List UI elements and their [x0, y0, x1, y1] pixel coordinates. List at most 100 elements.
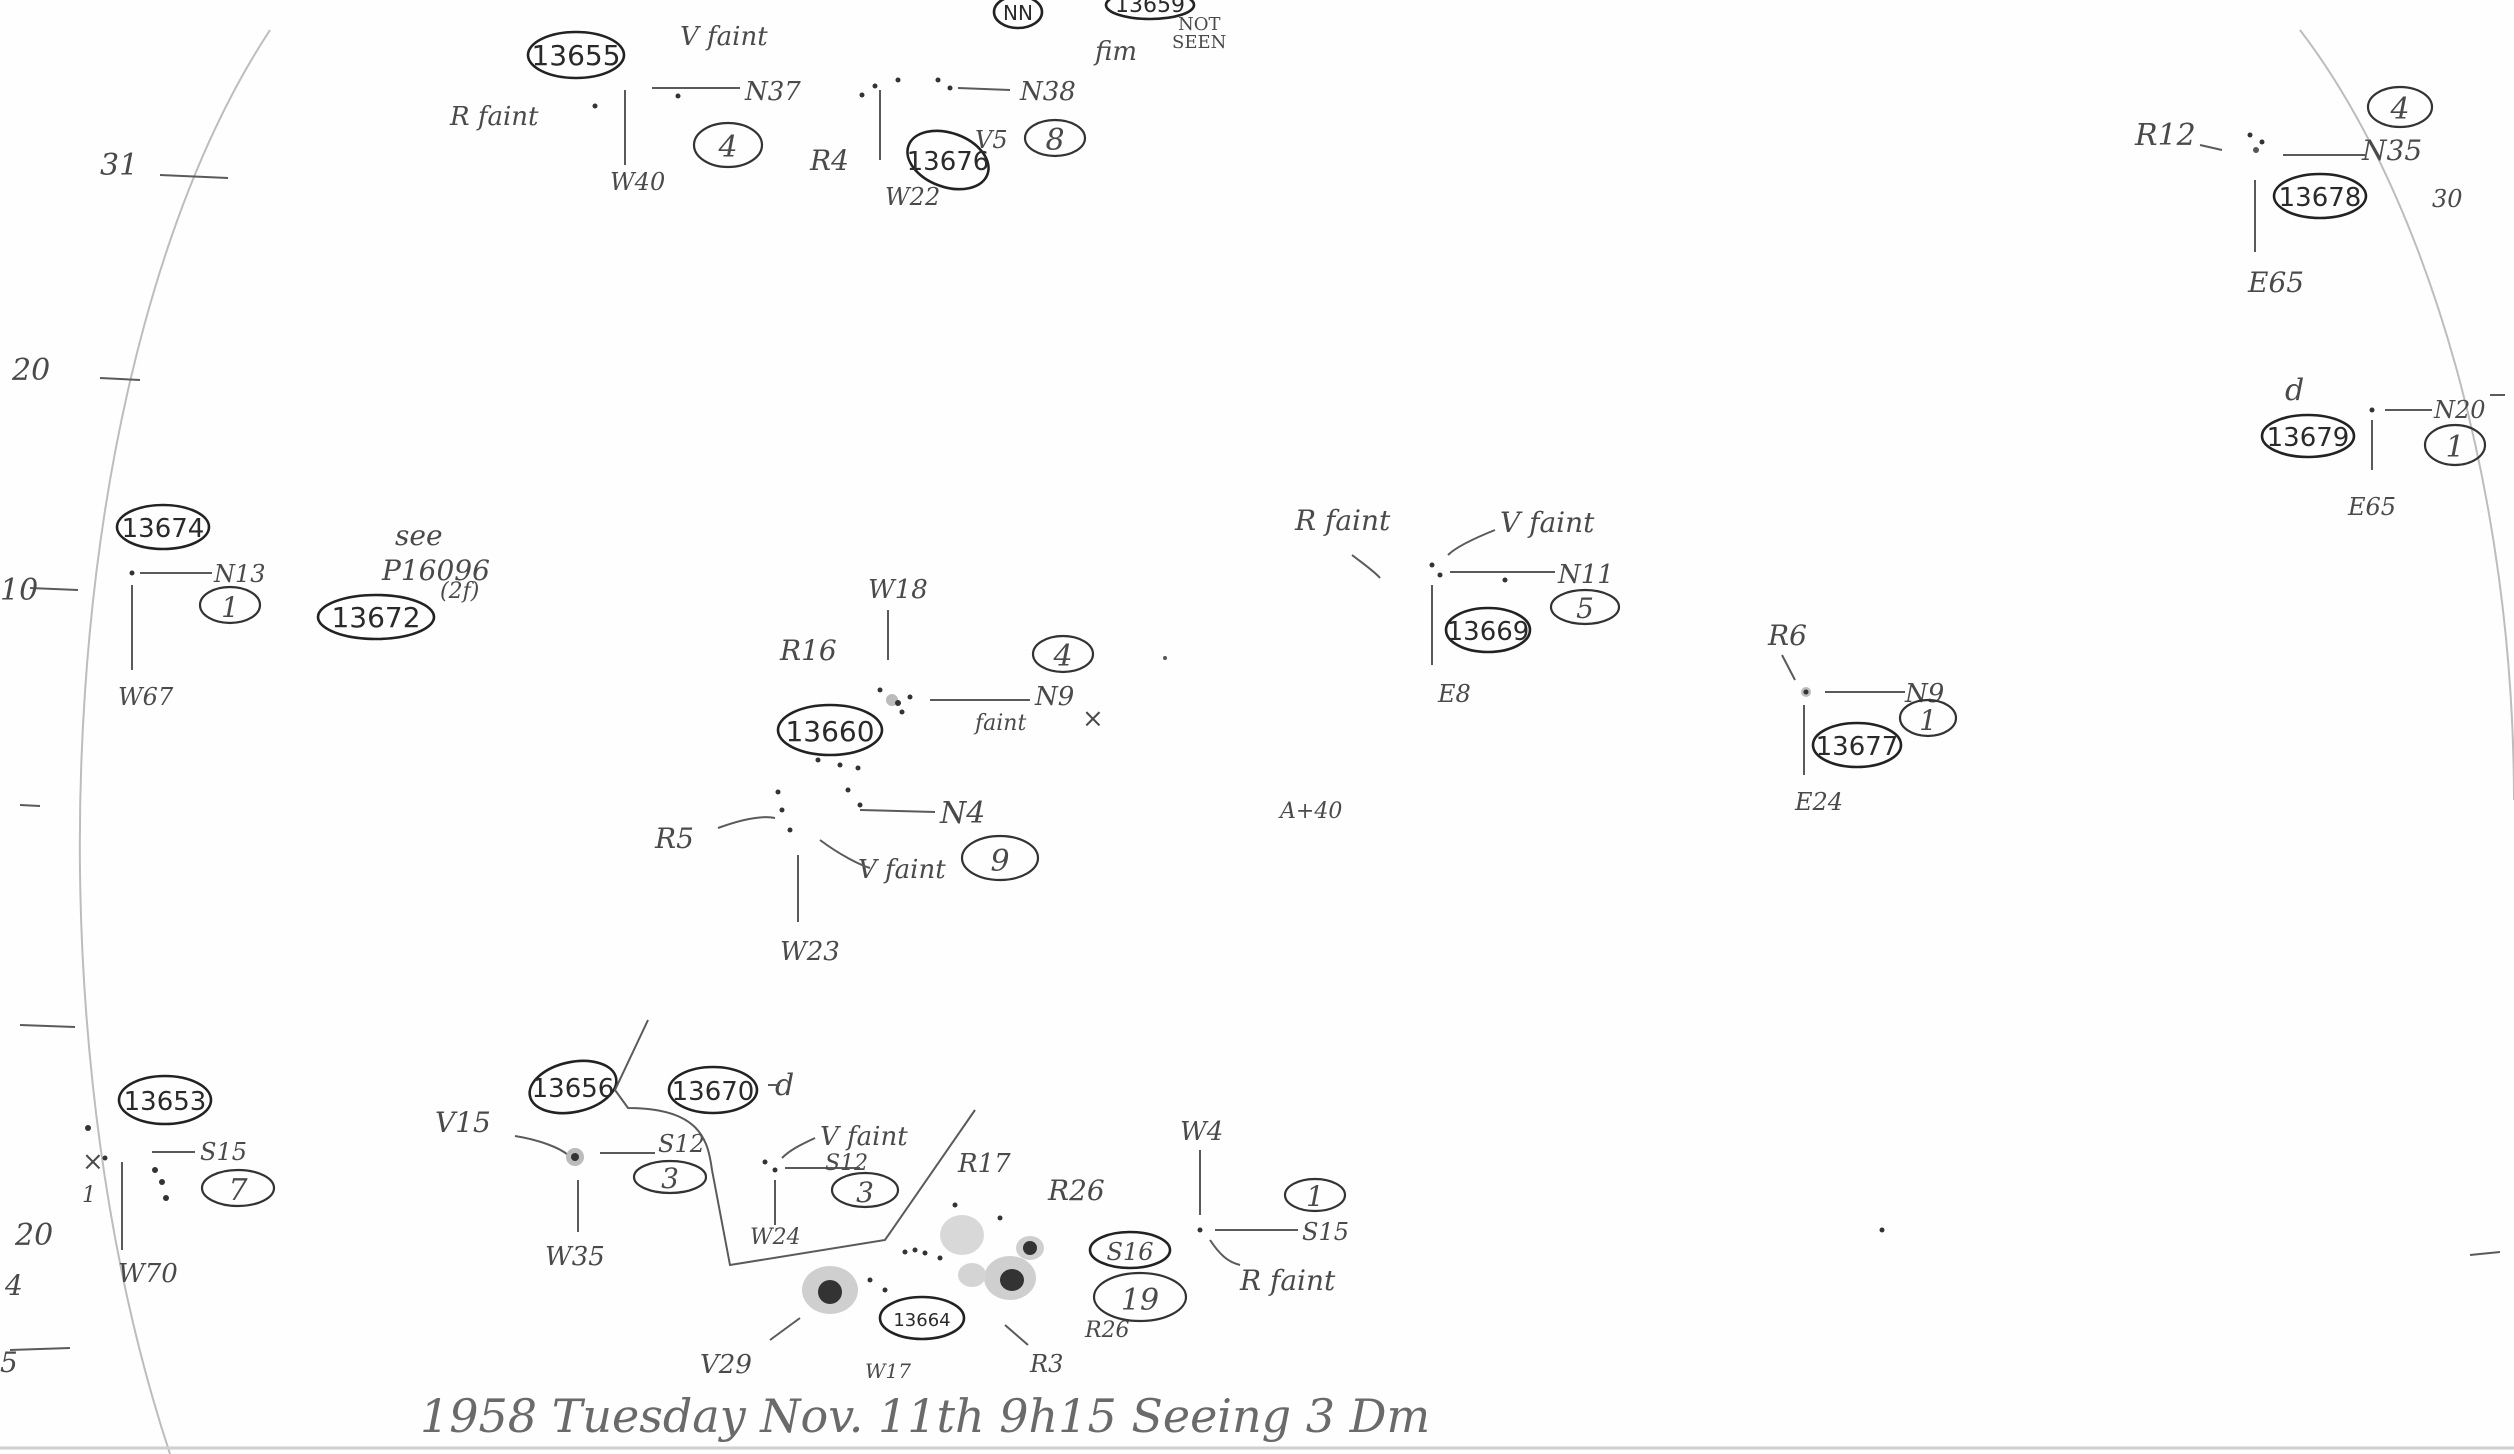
spot-count: 1	[1919, 704, 1937, 737]
group-id-oval	[2272, 172, 2368, 220]
spot-count-circle	[1031, 634, 1095, 674]
group-id-oval	[878, 1295, 966, 1341]
label-p16096: P16096	[381, 554, 490, 587]
label-w23: W23	[780, 937, 840, 967]
group-id: 13678	[2279, 183, 2362, 213]
spot-count: 5	[1576, 592, 1594, 625]
label-n11: N11	[1557, 560, 1614, 590]
group-id: 13679	[2267, 423, 2350, 453]
label-4: 4	[4, 1269, 23, 1302]
label-30: 30	[2432, 185, 2463, 213]
spot-count-circle	[632, 1159, 708, 1195]
cross-mark: ×	[1082, 704, 1104, 734]
label-e8: E8	[1437, 680, 1471, 708]
label-e65: E65	[2347, 493, 2396, 521]
spot-count: 4	[2389, 92, 2409, 127]
label-r16: R16	[779, 634, 837, 667]
group-id: 13659	[1115, 0, 1185, 18]
spot-count: 7	[228, 1173, 248, 1208]
spot-count-circle	[830, 1171, 900, 1209]
label-faint: faint	[973, 711, 1026, 736]
spot-count: 4	[717, 130, 737, 165]
spot-count-circle	[1092, 1271, 1188, 1323]
group-w4: W4 S15 R faint 1	[1180, 1117, 1349, 1297]
group-id: 13674	[122, 514, 205, 544]
label-s16: S16	[1107, 1238, 1154, 1266]
label-n4: N4	[939, 796, 985, 831]
label-2f: (2f)	[440, 579, 479, 604]
spot-count: 4	[1052, 639, 1072, 674]
margin-mark-20b: 20	[14, 1218, 53, 1253]
group-id-oval	[115, 503, 211, 551]
spot-count-circle	[2423, 423, 2487, 467]
label-1: 1	[82, 1183, 96, 1208]
group-id: 13655	[531, 39, 620, 72]
label-w17: W17	[865, 1359, 911, 1383]
group-id: 13670	[672, 1077, 755, 1107]
label-w67: W67	[118, 683, 174, 711]
margin-mark-20: 20	[11, 353, 50, 388]
disk-limb-right	[2299, 29, 2514, 801]
spot-count-circle-2	[960, 834, 1040, 882]
group-id-oval	[1104, 0, 1196, 21]
group-13655: 13655 V faint N37 R faint W40 4	[449, 22, 801, 196]
spot-count-circle	[1023, 118, 1087, 158]
label-n38: N38	[1019, 77, 1076, 107]
label-r12: R12	[2134, 118, 2196, 153]
label-r5: R5	[654, 822, 694, 855]
group-id: 13653	[124, 1087, 207, 1117]
label-s15: S15	[1302, 1218, 1349, 1246]
label-s12: S12	[658, 1130, 705, 1158]
label-v-faint: V faint	[858, 855, 946, 885]
group-13669: R faint V faint N11 E8 13669 5	[1294, 504, 1621, 708]
label-5: 5	[0, 1346, 18, 1379]
group-id-oval	[667, 1065, 759, 1115]
label-s15: S15	[200, 1138, 247, 1166]
group-13677: R6 N9 E24 13677 1	[1767, 619, 1958, 816]
margin-mark-10: 10	[0, 573, 38, 608]
spot-count-circle	[692, 121, 764, 169]
label-d: d	[775, 1068, 794, 1103]
label-e65: E65	[2247, 266, 2304, 299]
label-n20: N20	[2433, 396, 2486, 424]
group-id: 13677	[1816, 732, 1899, 762]
label-r6: R6	[1767, 619, 1807, 652]
boundary-line	[613, 1019, 976, 1267]
group-id-oval	[776, 703, 884, 757]
label-w35: W35	[545, 1242, 605, 1272]
group-id-oval	[906, 129, 990, 191]
group-id: 13676	[907, 147, 990, 177]
group-13656: 13656 V15 S12 W35 3	[435, 1019, 976, 1272]
label-w40: W40	[610, 168, 665, 196]
label-not: NOT	[1178, 14, 1221, 35]
group-id: 13664	[893, 1310, 950, 1331]
label-r-faint: R faint	[1294, 504, 1391, 537]
spot-count: 19	[1121, 1283, 1159, 1318]
group-id: 13660	[785, 715, 874, 748]
label-v-faint: V faint	[680, 22, 768, 52]
label-seen: SEEN	[1172, 32, 1226, 53]
spot-count: 8	[1045, 123, 1064, 158]
spot-count: 1	[2445, 430, 2464, 465]
group-13664: R17 R26 S16 13664 19 V29 W17 R3 R26	[700, 1149, 1188, 1383]
spot-count-circle	[200, 1168, 276, 1208]
label-n13: N13	[213, 560, 266, 588]
group-id: 13669	[1447, 617, 1530, 647]
label-r-faint: R faint	[1239, 1264, 1336, 1297]
margin-mark-31: 31	[100, 148, 138, 183]
label-v-faint: V faint	[820, 1122, 908, 1152]
group-13678: R12 N35 30 E65 13678 4	[2134, 85, 2463, 299]
label-r-faint: R faint	[449, 102, 539, 132]
label-w18: W18	[868, 575, 928, 605]
spot-count-circle	[2366, 85, 2434, 129]
label-v15: V15	[435, 1106, 491, 1139]
cross-mark: ×	[82, 1147, 104, 1177]
group-13653: 13653 × S15 1 W70 4 5 7	[0, 1074, 276, 1379]
spot-count-circle	[1283, 1177, 1347, 1213]
label-w24: W24	[750, 1225, 801, 1250]
spot-count: 1	[1306, 1180, 1324, 1213]
group-13670: 13670 d V faint S12 W24 3	[667, 1065, 908, 1250]
group-id-oval	[526, 30, 626, 80]
label-v-faint: V faint	[1500, 506, 1595, 539]
